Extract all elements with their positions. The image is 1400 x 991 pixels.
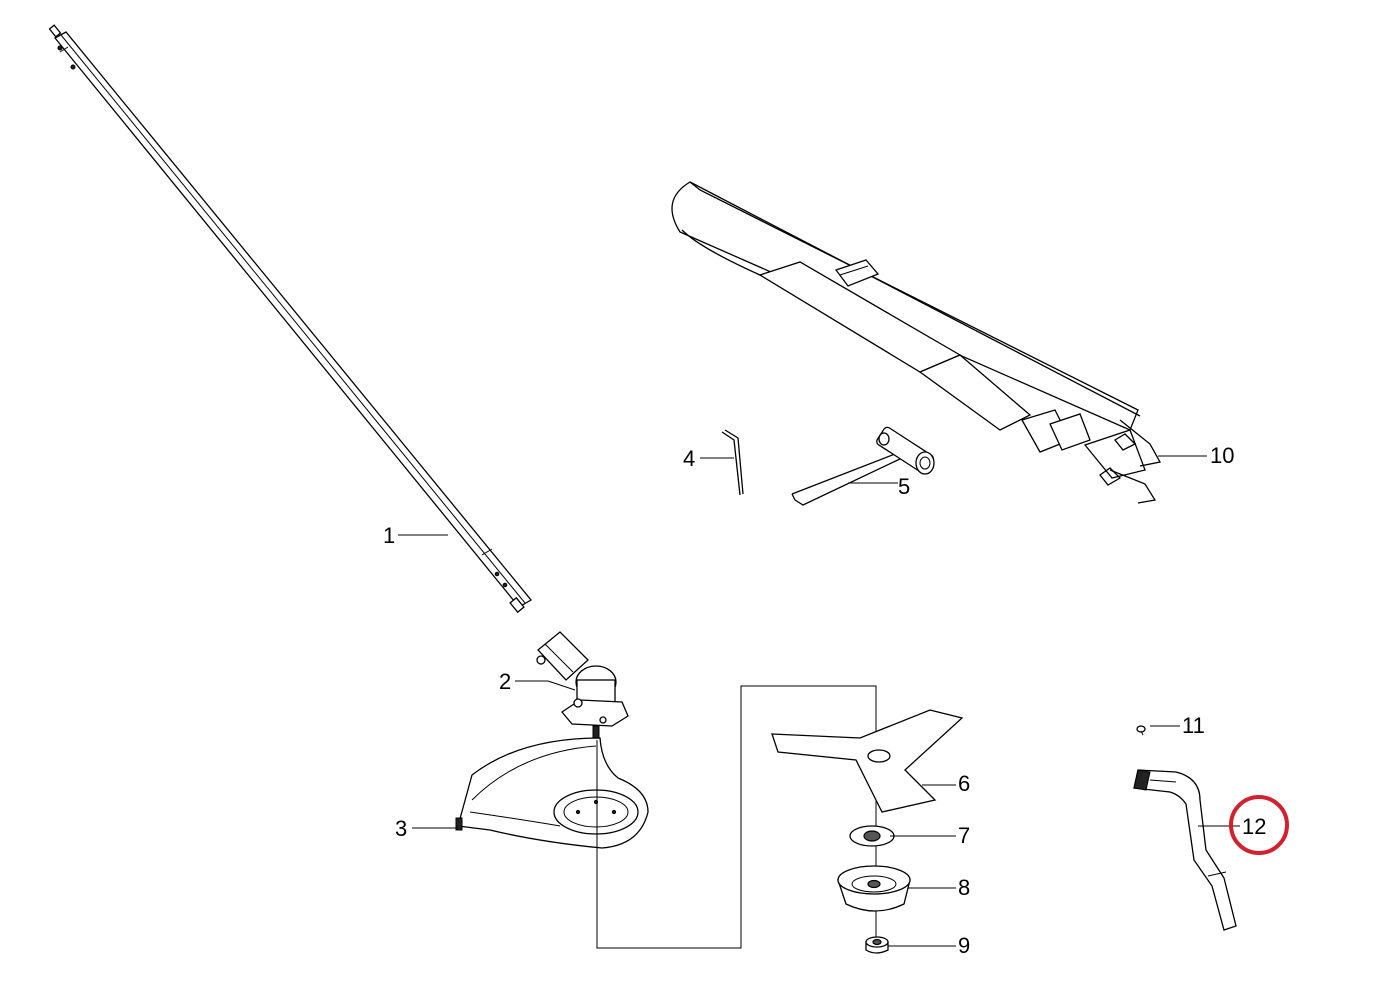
part-12-handle (1133, 769, 1237, 931)
label-part-5: 5 (898, 474, 910, 499)
part-2-gear-head (536, 631, 629, 741)
label-part-2: 2 (499, 669, 511, 694)
label-part-10: 10 (1210, 443, 1234, 468)
assembly-bracket-line (596, 685, 877, 949)
label-part-1: 1 (383, 523, 395, 548)
part-8-cup-washer (837, 865, 911, 912)
part-6-cutting-blade (771, 709, 964, 813)
label-part-8: 8 (958, 875, 970, 900)
part-3-grass-guard (455, 737, 649, 849)
label-part-4: 4 (683, 446, 695, 471)
part-5-spark-plug-wrench (791, 426, 935, 506)
part-11-screw (1136, 725, 1146, 736)
part-7-washer (849, 825, 895, 847)
label-part-7: 7 (958, 823, 970, 848)
leader-lines (398, 455, 1240, 947)
label-part-12: 12 (1242, 814, 1266, 839)
label-part-6: 6 (958, 771, 970, 796)
label-part-11: 11 (1182, 713, 1205, 738)
part-10-harness-strap (671, 181, 1162, 504)
part-4-hex-key (721, 429, 744, 496)
part-9-nut (865, 936, 889, 954)
label-part-3: 3 (395, 816, 407, 841)
highlight-circle (1229, 795, 1289, 855)
part-1-drive-shaft (48, 24, 532, 614)
label-part-9: 9 (958, 933, 970, 958)
part-number-labels: 1 2 3 4 5 6 7 8 9 10 11 12 (383, 443, 1266, 958)
